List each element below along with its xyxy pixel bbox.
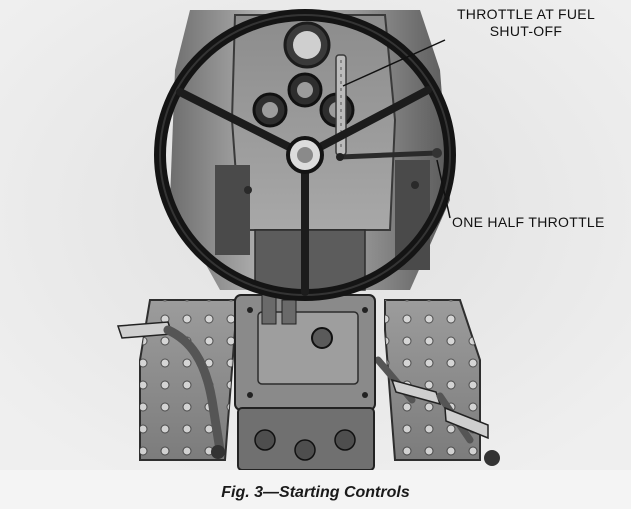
clutch-pedal [116,321,225,459]
callout-throttle-shutoff-line2: SHUT-OFF [489,23,563,39]
callout-throttle-shutoff-line1: THROTTLE AT FUEL [456,6,596,22]
callout-half-throttle: ONE HALF THROTTLE [452,214,605,230]
callout-throttle-shutoff: THROTTLE AT FUEL SHUT-OFF [446,6,606,40]
brake-pedals [374,356,500,466]
transmission-housing [234,293,376,470]
figure-caption: Fig. 3—Starting Controls [221,484,410,501]
tractor-controls-photo [0,0,631,470]
steering-wheel [154,9,456,301]
callout-leader-lines [342,39,451,219]
throttle-lever [335,54,442,161]
